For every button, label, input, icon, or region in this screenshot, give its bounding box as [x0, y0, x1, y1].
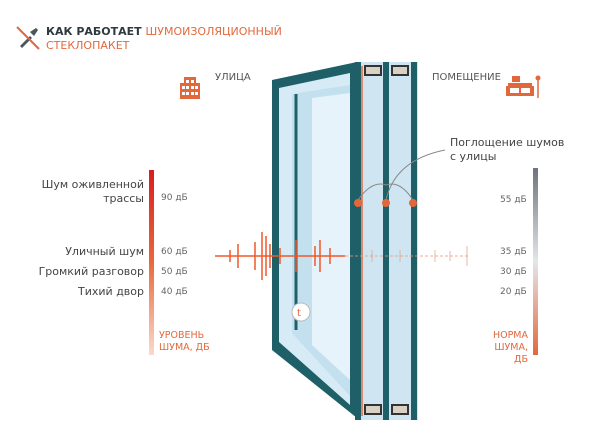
no-drill-icon [14, 24, 42, 52]
svg-text:t: t [297, 308, 301, 319]
page-title: КАК РАБОТАЕТ ШУМОИЗОЛЯЦИОННЫЙ СТЕКЛОПАКЕ… [46, 25, 282, 53]
street-noise-scale-bar [149, 170, 154, 355]
street-value-40: 40 дБ [161, 287, 188, 297]
room-value-55: 55 дБ [500, 195, 527, 205]
title-part2: ШУМОИЗОЛЯЦИОННЫЙ [145, 25, 282, 38]
inside-label: ПОМЕЩЕНИЕ [432, 72, 501, 83]
title-part3: СТЕКЛОПАКЕТ [46, 39, 130, 52]
street-value-60: 60 дБ [161, 247, 188, 257]
street-value-50: 50 дБ [161, 267, 188, 277]
street-item-talk: Громкий разговор [38, 265, 144, 278]
room-noise-scale-bar [533, 168, 538, 355]
street-value-90: 90 дБ [161, 193, 188, 203]
street-item-street: Уличный шум [65, 245, 144, 258]
sound-wave [215, 232, 345, 280]
room-value-35: 35 дБ [500, 247, 527, 257]
building-icon [180, 77, 200, 103]
street-item-yard: Тихий двор [78, 285, 144, 298]
callout-lines [357, 149, 446, 201]
absorption-dots [354, 199, 417, 207]
outside-label: УЛИЦА [215, 72, 251, 83]
sofa-icon [506, 74, 542, 104]
title-part1: КАК РАБОТАЕТ [46, 25, 142, 38]
room-value-30: 30 дБ [500, 267, 527, 277]
room-value-20: 20 дБ [500, 287, 527, 297]
